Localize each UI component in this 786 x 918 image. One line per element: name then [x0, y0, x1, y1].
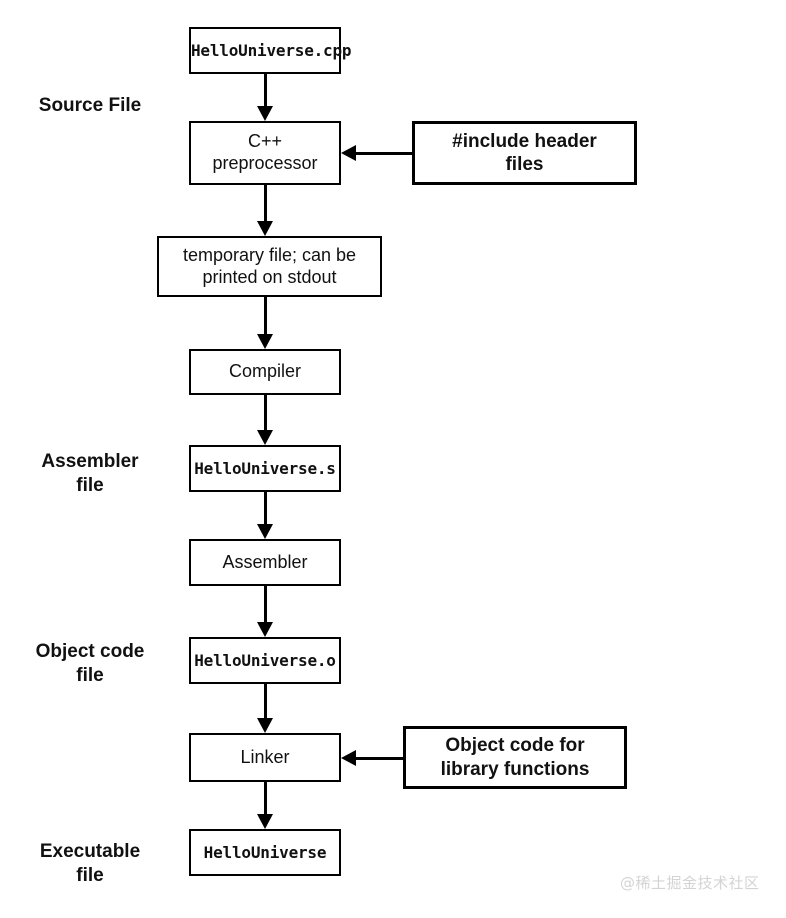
node-include-header-files[interactable]: #include header files — [412, 121, 637, 185]
node-cpp-preprocessor-label: C++ preprocessor — [212, 131, 318, 173]
node-cpp-preprocessor[interactable]: C++ preprocessor — [189, 121, 341, 185]
node-compiler-label: Compiler — [228, 361, 302, 382]
node-hellouniverse-o-label: HelloUniverse.o — [194, 650, 336, 670]
node-temporary-file[interactable]: temporary file; can be printed on stdout — [157, 236, 382, 297]
arrow-obj-to-linker — [257, 684, 273, 733]
watermark: @稀土掘金技术社区 — [620, 874, 760, 892]
node-include-header-files-label: #include header files — [452, 130, 597, 175]
arrow-preprocessor-to-temporary — [257, 185, 273, 236]
node-linker[interactable]: Linker — [189, 733, 341, 782]
arrow-library-to-linker — [341, 750, 403, 766]
node-object-code-library-label: Object code for library functions — [440, 735, 590, 780]
node-compiler[interactable]: Compiler — [189, 349, 341, 395]
stage-label-object-code-file: Object code file — [35, 641, 145, 687]
node-temporary-file-label: temporary file; can be printed on stdout — [182, 244, 357, 287]
arrow-asm-to-assembler — [257, 492, 273, 539]
node-object-code-library[interactable]: Object code for library functions — [403, 726, 627, 789]
stage-label-assembler-file: Assembler file — [41, 451, 139, 497]
node-assembler-label: Assembler — [222, 551, 308, 572]
node-hellouniverse-exe-label: HelloUniverse — [203, 842, 327, 862]
arrow-linker-to-exe — [257, 782, 273, 829]
arrow-cpp-to-preprocessor — [257, 74, 273, 121]
stage-label-source-file: Source File — [38, 95, 142, 116]
stage-label-executable-file: Executable file — [39, 841, 141, 887]
node-hellouniverse-exe[interactable]: HelloUniverse — [189, 829, 341, 876]
node-assembler[interactable]: Assembler — [189, 539, 341, 586]
arrow-temporary-to-compiler — [257, 297, 273, 349]
arrow-compiler-to-asm — [257, 395, 273, 445]
node-hellouniverse-s-label: HelloUniverse.s — [194, 458, 336, 478]
node-hellouniverse-s[interactable]: HelloUniverse.s — [189, 445, 341, 492]
node-hellouniverse-o[interactable]: HelloUniverse.o — [189, 637, 341, 684]
node-hellouniverse-cpp-label: HelloUniverse.cpp — [191, 40, 352, 60]
node-linker-label: Linker — [240, 746, 290, 767]
arrow-assembler-to-obj — [257, 586, 273, 637]
node-hellouniverse-cpp[interactable]: HelloUniverse.cpp — [189, 27, 352, 74]
arrow-headers-to-preprocessor — [341, 145, 412, 161]
